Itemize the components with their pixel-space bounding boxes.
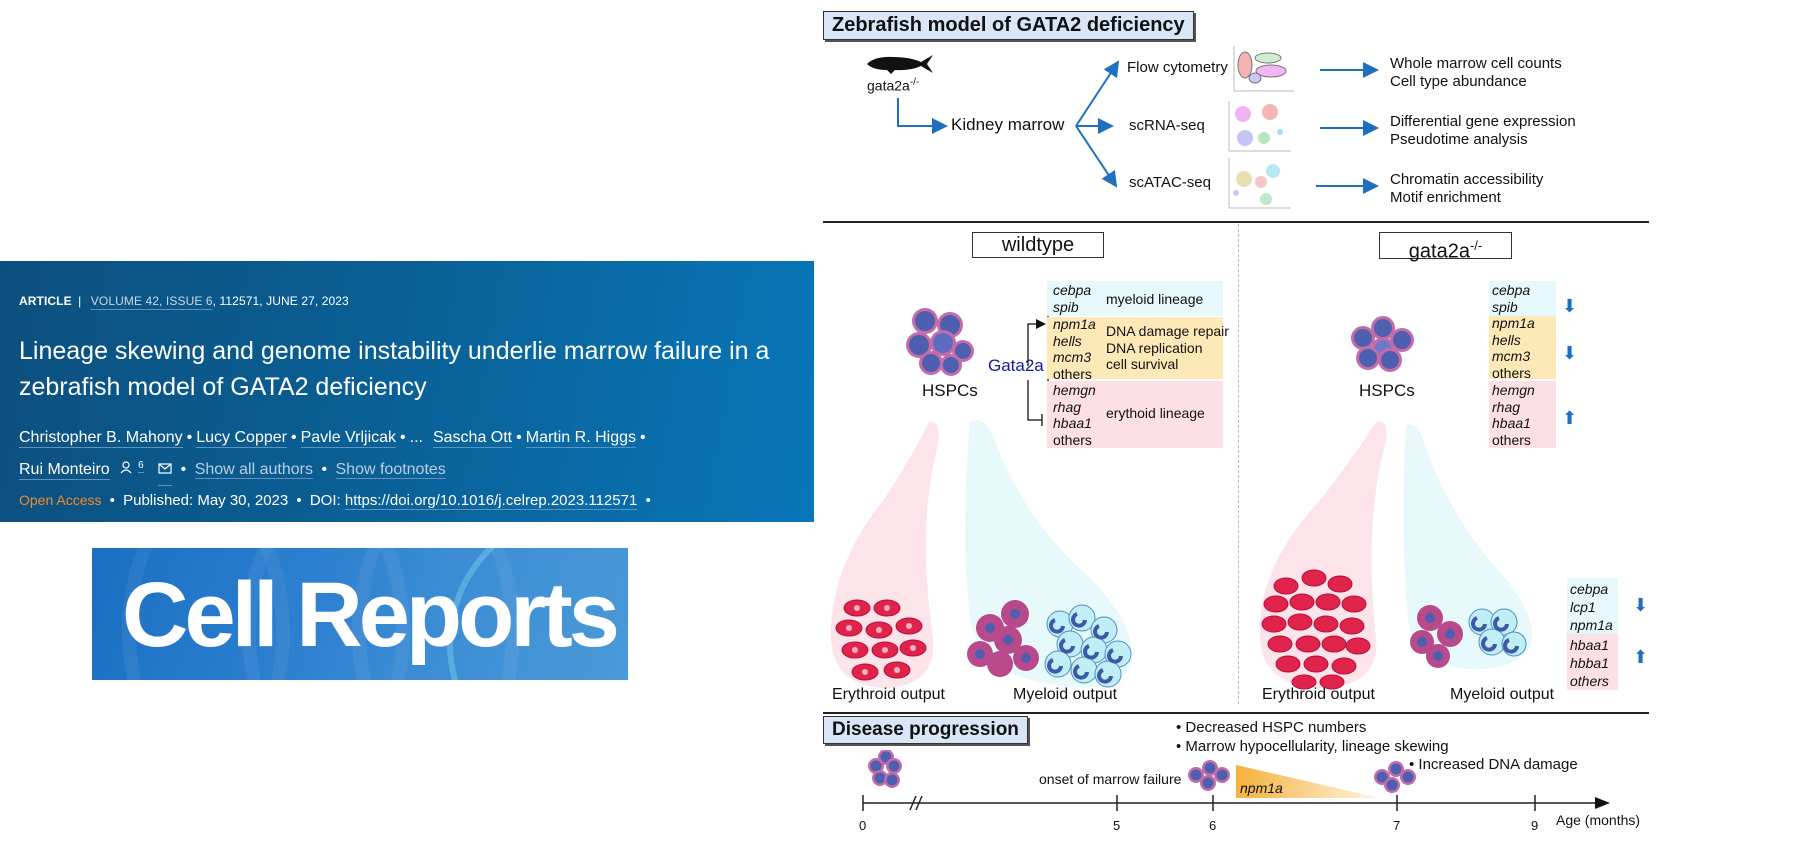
scrna-umap-icon: [1228, 101, 1291, 152]
progression-header: Disease progression: [823, 716, 1028, 744]
hspc-cluster-icon: [906, 308, 974, 376]
kidney-marrow-label: Kidney marrow: [951, 115, 1065, 134]
tick-label: 7: [1393, 818, 1401, 833]
hspc-cluster-icon: [1351, 316, 1414, 372]
section-divider: [823, 712, 1649, 714]
myeloid-lineage-cone: [965, 420, 1132, 688]
erythroid-lineage-cone: [830, 421, 939, 688]
publication-info: Open Access • Published: May 30, 2023 • …: [19, 492, 655, 510]
comparison-divider: [1238, 224, 1239, 704]
scatac-umap-icon: [1228, 158, 1291, 209]
author-link[interactable]: Rui Monteiro: [19, 461, 110, 481]
authors-ellipsis: ...: [409, 429, 423, 446]
progression-note-7mo: • Increased DNA damage: [1409, 756, 1578, 773]
myeloid-lineage-cone: [1403, 424, 1532, 670]
section-divider: [823, 221, 1649, 223]
gata2a-label: Gata2a: [988, 356, 1044, 375]
show-footnotes-link[interactable]: Show footnotes: [335, 461, 446, 480]
erythroid-lineage-cone: [1259, 421, 1387, 690]
myeloid-output-label: Myeloid output: [1013, 686, 1118, 703]
show-all-authors-link[interactable]: Show all authors: [194, 461, 313, 480]
article-number-date: , 112571, JUNE 27, 2023: [212, 294, 349, 308]
tick-label: 0: [859, 818, 867, 833]
bullet: •: [180, 461, 187, 479]
bullet: •: [290, 429, 297, 446]
journal-logo-text: Cell Reports: [122, 564, 620, 666]
volume-issue-link[interactable]: VOLUME 42, ISSUE 6: [90, 294, 213, 308]
author-link[interactable]: Sascha Ott: [432, 429, 513, 448]
onset-label: onset of marrow failure: [1039, 771, 1182, 787]
email-icon[interactable]: [158, 456, 173, 487]
bullet: •: [400, 429, 406, 446]
doi-link[interactable]: https://doi.org/10.1016/j.celrep.2023.11…: [344, 492, 638, 510]
bullet: •: [296, 492, 302, 509]
author-list: Christopher B. Mahony•Lucy Copper•Pavle …: [19, 424, 799, 487]
progression-timeline: [862, 750, 1610, 811]
author-link[interactable]: Pavle Vrljicak: [300, 429, 397, 448]
bullet: •: [109, 492, 115, 509]
arrow-down-icon: ⬇: [1633, 595, 1649, 615]
article-header-banner: ARTICLE | VOLUME 42, ISSUE 6, 112571, JU…: [0, 261, 814, 522]
article-title: Lineage skewing and genome instability u…: [19, 337, 770, 401]
gradient-gene-label: npm1a: [1240, 780, 1283, 796]
tick-label: 9: [1531, 818, 1539, 833]
progression-notes-6mo: • Decreased HSPC numbers • Marrow hypoce…: [1176, 719, 1449, 755]
journal-logo[interactable]: Cell Reports: [92, 548, 628, 680]
open-access-badge: Open Access: [19, 492, 102, 508]
regulation-bracket: [1027, 282, 1049, 448]
meta-separator: |: [78, 294, 82, 308]
bullet: •: [516, 429, 522, 446]
wildtype-label: wildtype: [972, 232, 1104, 258]
bullet: •: [321, 461, 328, 479]
tick-label: 5: [1113, 818, 1121, 833]
method-label: scATAC-seq: [1129, 174, 1211, 191]
method-label: scRNA-seq: [1129, 117, 1205, 134]
arrow-down-icon: ⬇: [1562, 296, 1578, 316]
published-date: Published: May 30, 2023: [123, 492, 289, 509]
doi-label: DOI:: [309, 492, 341, 509]
logo-decoration: [447, 548, 628, 680]
author-link[interactable]: Christopher B. Mahony: [19, 429, 183, 448]
hspc-mini: [868, 750, 902, 788]
myeloid-output-label: Myeloid output: [1450, 686, 1555, 703]
article-type: ARTICLE: [19, 294, 72, 308]
erythroid-output-label: Erythroid output: [1262, 686, 1375, 703]
axis-label: Age (months): [1556, 812, 1641, 828]
flow-cytometry-plot-icon: [1233, 46, 1294, 92]
article-meta: ARTICLE | VOLUME 42, ISSUE 6, 112571, JU…: [19, 294, 349, 308]
tick-label: 6: [1209, 818, 1217, 833]
hspc-label: HSPCs: [922, 381, 978, 400]
model-header: Zebrafish model of GATA2 deficiency: [823, 11, 1194, 40]
person-icon: [120, 456, 132, 484]
zebrafish-icon: [867, 55, 933, 74]
arrow-down-icon: ⬇: [1562, 343, 1578, 363]
fish-genotype-label: gata2a-/-: [867, 77, 920, 94]
author-link[interactable]: Martin R. Higgs: [525, 429, 636, 448]
bullet: •: [639, 429, 646, 446]
bullet: •: [645, 492, 651, 509]
author-link[interactable]: Lucy Copper: [196, 429, 287, 448]
mutant-label: gata2a-/-: [1379, 232, 1512, 263]
method-label: Flow cytometry: [1127, 59, 1228, 76]
footnote-link[interactable]: 6: [138, 460, 144, 473]
workflow-arrows: [897, 60, 1379, 194]
hspc-label: HSPCs: [1359, 381, 1415, 400]
arrow-up-icon: ⬆: [1633, 647, 1649, 667]
erythroid-output-label: Erythroid output: [832, 686, 945, 703]
bullet: •: [186, 429, 193, 446]
arrow-up-icon: ⬆: [1562, 408, 1578, 428]
